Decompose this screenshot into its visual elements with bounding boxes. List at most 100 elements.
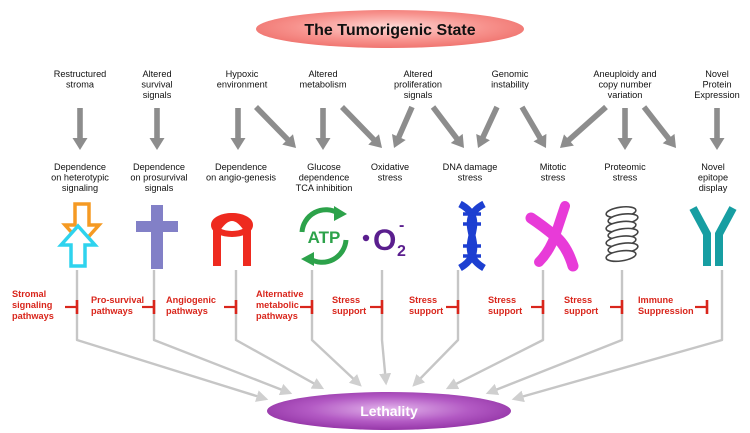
cause-label-line: Hypoxic — [226, 69, 259, 79]
cause-to-dependency-arrow — [315, 108, 331, 150]
to-lethality-line — [75, 270, 269, 402]
cause-label-line: Aneuploidy and — [593, 69, 656, 79]
cause-to-dependency-arrow — [392, 105, 415, 148]
to-lethality-line — [152, 270, 293, 396]
dependency-label-line: Dependence — [215, 162, 267, 172]
cause-to-dependency-arrow — [72, 108, 88, 150]
dependency-label-line: dependence — [299, 173, 350, 183]
cause-label-line: Restructured — [54, 69, 107, 79]
cause-label-line: proliferation — [394, 80, 442, 90]
dependency-label-line: Oxidative — [371, 162, 409, 172]
dependency-label-line: Mitotic — [540, 162, 567, 172]
dependency-label-line: on angio-genesis — [206, 173, 276, 183]
dependency-label-line: display — [699, 183, 728, 193]
cause-to-dependency-arrow — [617, 108, 633, 150]
intervention-label-line: metabolic — [256, 300, 299, 310]
dependency-label-line: Dependence — [54, 162, 106, 172]
cause-label-line: Novel — [705, 69, 729, 79]
cause-label-line: Altered — [403, 69, 432, 79]
oxygen-text: O — [373, 224, 396, 257]
dependency-label-line: stress — [613, 173, 638, 183]
intervention-label-line: Stress — [409, 295, 437, 305]
cause-to-dependency-arrow — [519, 105, 547, 148]
intervention-label-line: support — [488, 306, 522, 316]
intervention-label-line: Stress — [332, 295, 360, 305]
intervention-label-line: support — [564, 306, 598, 316]
cause-label-line: variation — [608, 90, 643, 100]
dependency-label-line: DNA damage — [443, 162, 498, 172]
oxygen-subscript: 2 — [397, 243, 406, 260]
cause-to-dependency-arrow — [560, 104, 608, 148]
cause-label-line: environment — [217, 80, 268, 90]
intervention-label-line: Pro-survival — [91, 295, 144, 305]
diagram-title: The Tumorigenic State — [304, 22, 475, 39]
dependency-label-line: signals — [145, 183, 174, 193]
cause-to-dependency-arrow — [254, 105, 296, 148]
intervention-label-line: pathways — [91, 306, 133, 316]
dependency-label-line: Proteomic — [604, 162, 646, 172]
cause-to-dependency-arrow — [430, 105, 464, 148]
intervention-label-line: Angiogenic — [166, 295, 216, 305]
cause-to-dependency-arrow — [476, 105, 500, 148]
intervention-label-line: Stress — [488, 295, 516, 305]
atp-text: ATP — [308, 228, 341, 247]
intervention-label-line: Stromal — [12, 289, 46, 299]
to-lethality-line — [485, 270, 624, 396]
dependency-label-line: on prosurvival — [130, 173, 187, 183]
dependency-label-line: stress — [458, 173, 483, 183]
to-lethality-line — [511, 270, 724, 403]
intervention-label-line: pathways — [12, 311, 54, 321]
dna-helix-icon — [458, 200, 486, 272]
cause-label-line: stroma — [66, 80, 95, 90]
cause-label-line: Genomic — [492, 69, 529, 79]
intervention-label-line: Suppression — [638, 306, 694, 316]
cause-label-line: metabolism — [300, 80, 347, 90]
cause-to-dependency-arrow — [340, 105, 382, 148]
dependency-label-line: Novel — [701, 162, 725, 172]
dependency-label-line: epitope — [698, 173, 728, 183]
cause-to-dependency-arrow — [641, 105, 676, 148]
intervention-label-line: Alternative — [256, 289, 304, 299]
oxygen-superscript: - — [399, 217, 404, 234]
cross-icon — [136, 205, 178, 269]
title-node: The Tumorigenic State — [256, 10, 524, 48]
cause-label-line: Altered — [142, 69, 171, 79]
cause-label-line: signals — [143, 90, 172, 100]
lethality-label: Lethality — [360, 403, 418, 419]
to-lethality-line — [412, 270, 460, 387]
cause-to-dependency-arrow — [709, 108, 725, 150]
intervention-label-line: support — [332, 306, 366, 316]
intervention-label-line: signaling — [12, 300, 52, 310]
dependency-label-line: stress — [378, 173, 403, 183]
intervention-label-line: pathways — [166, 306, 208, 316]
